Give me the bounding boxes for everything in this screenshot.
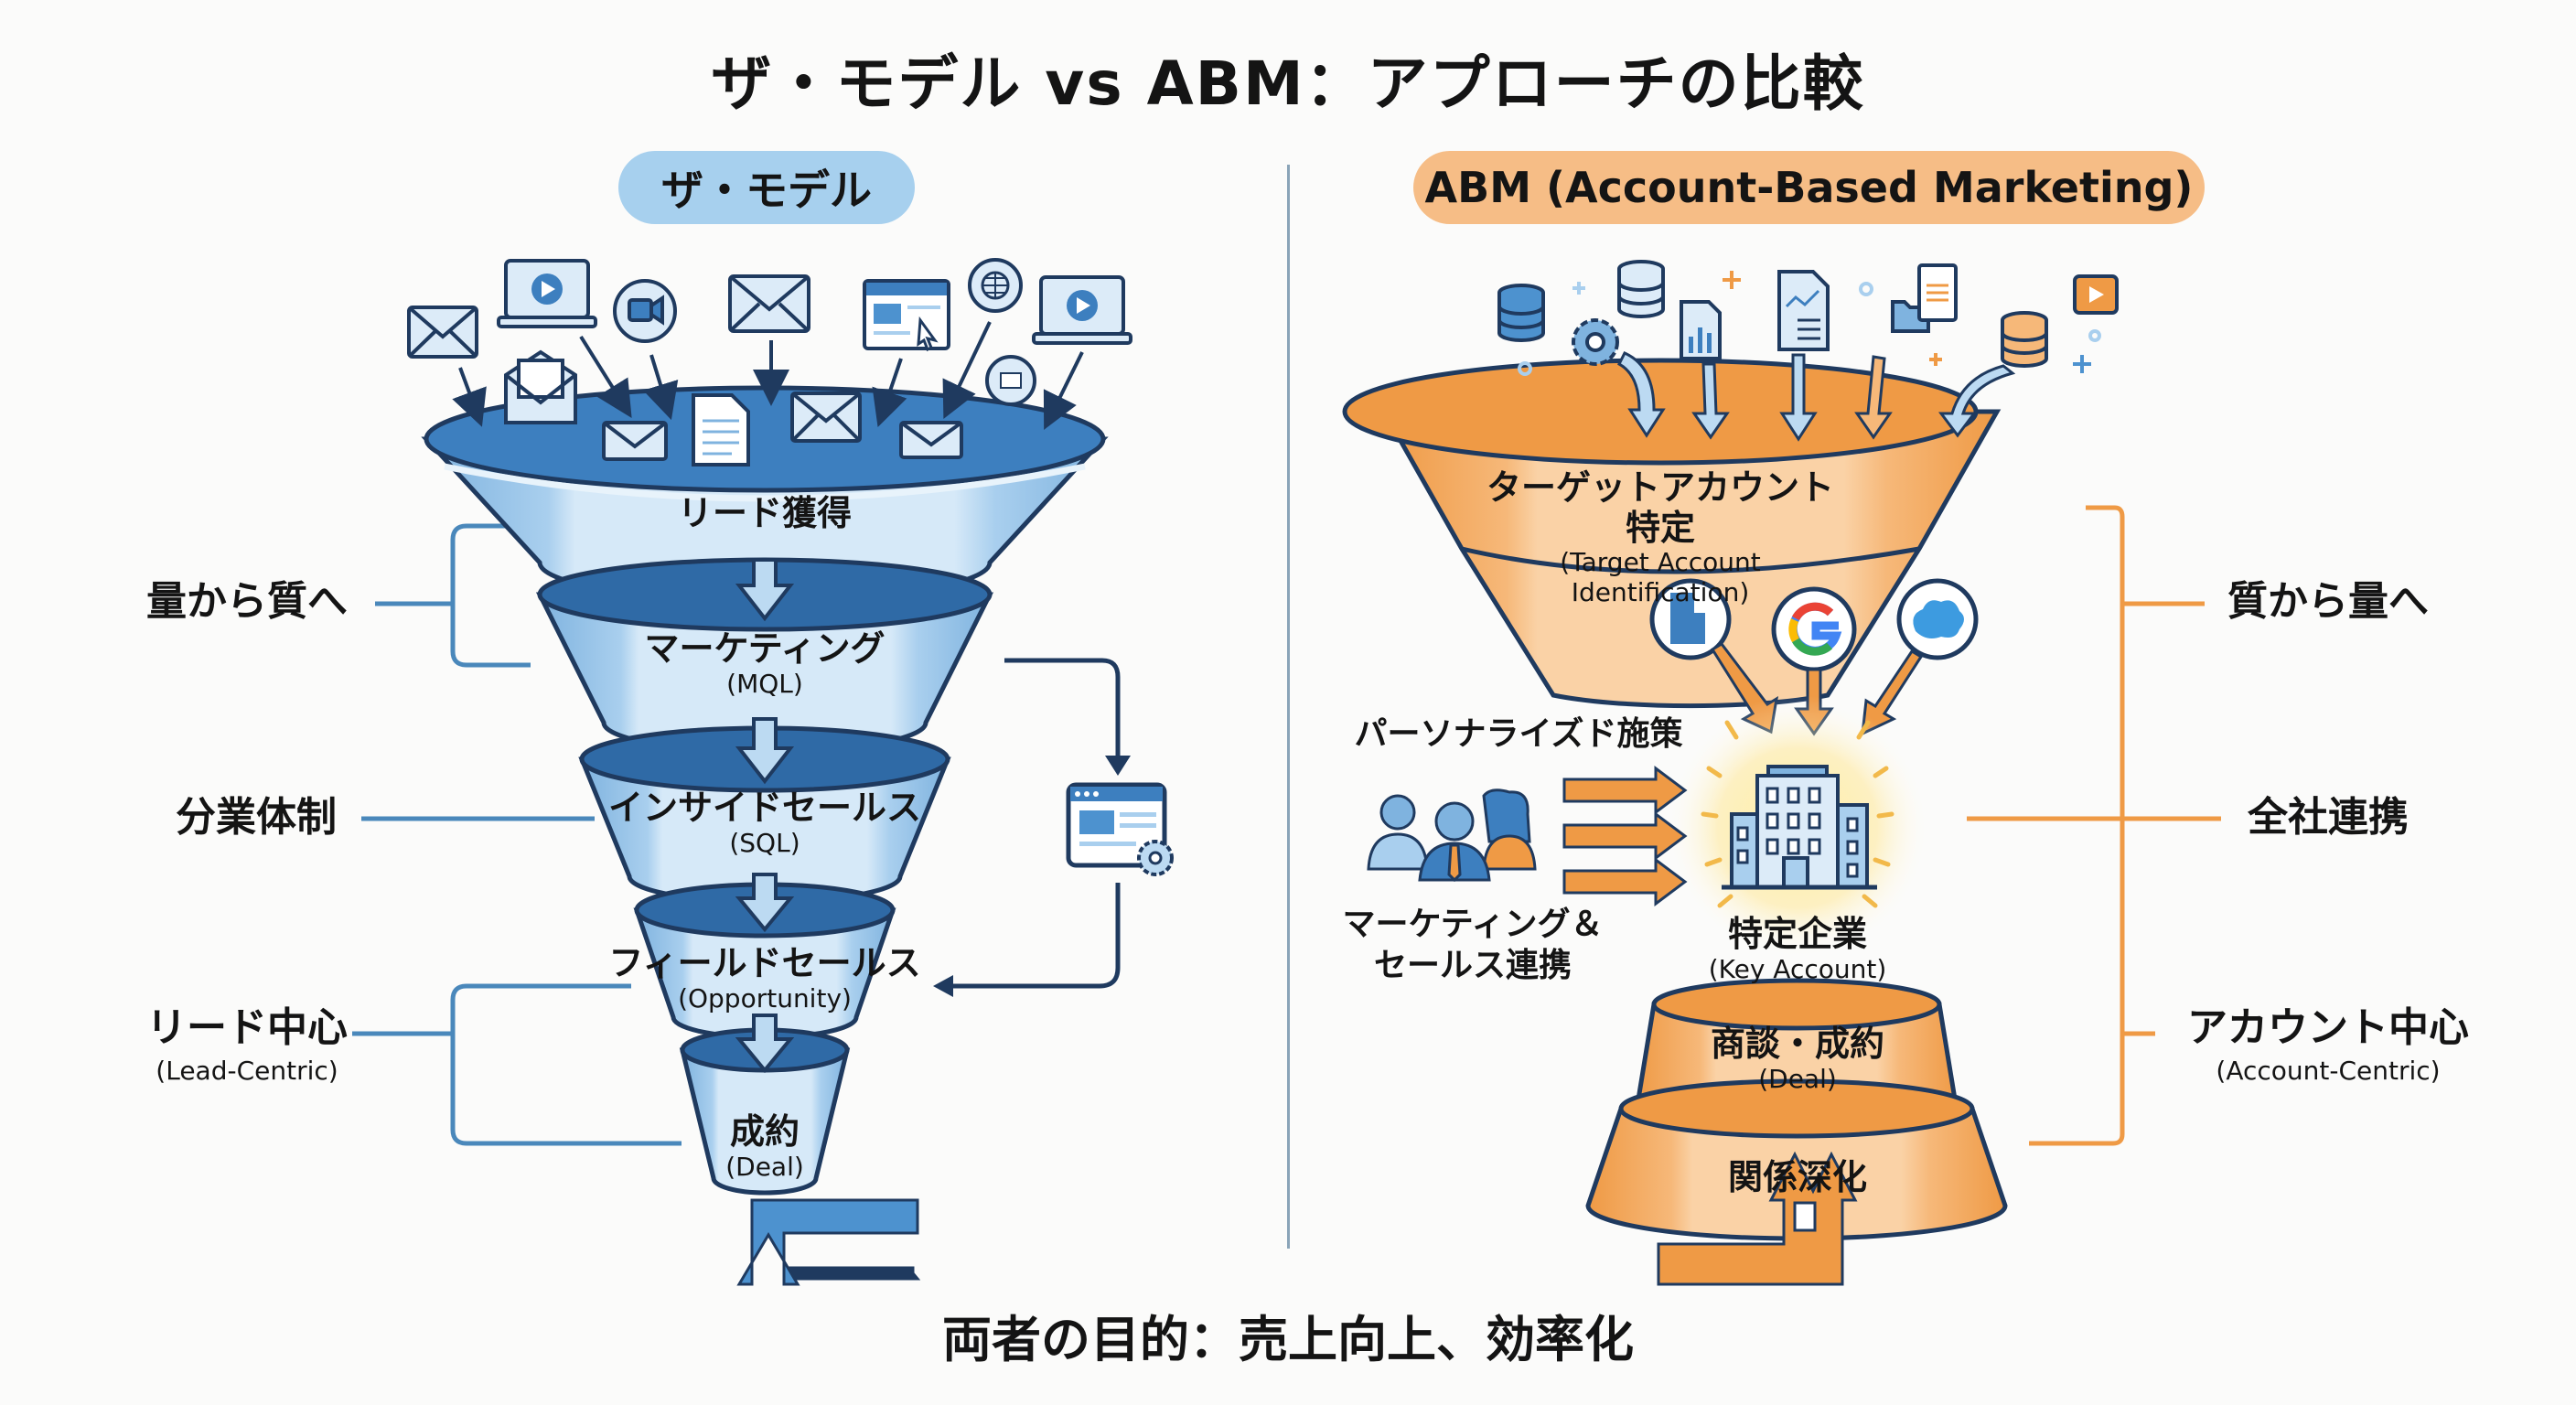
- office-building-icon: [1722, 765, 1877, 890]
- right-input-arrows: [1617, 351, 2016, 442]
- down-arrow-icon: [735, 873, 795, 933]
- the-model-heading: ザ・モデル: [618, 151, 915, 224]
- shared-goal-text: 両者の目的：売上向上、効率化: [942, 1311, 1634, 1368]
- abm-heading: ABM (Account-Based Marketing): [1413, 151, 2205, 224]
- gear-icon: [1572, 318, 1619, 366]
- feedback-arrowhead-left: [933, 975, 953, 997]
- stage-marketing-label: マーケティング (MQL): [644, 628, 886, 699]
- stage-negotiation-label: 商談・成約 (Deal): [1710, 1024, 1884, 1094]
- stage-target-account-label: ターゲットアカウント特定 (Target Account Identificat…: [1486, 467, 1834, 607]
- stage-inside-sales-label: インサイドセールス (SQL): [607, 788, 921, 858]
- sparkle-decorations: [1518, 271, 2101, 376]
- feedback-arrowhead-down: [1105, 756, 1131, 776]
- left-input-icons: [407, 258, 1132, 467]
- bottom-right-arrow: [1657, 1151, 1858, 1286]
- list-document-icon: [1917, 263, 1958, 322]
- video-camera-icon: [613, 279, 677, 343]
- globe-icon: [968, 258, 1023, 313]
- line-chart-document-icon: [1777, 270, 1830, 351]
- cloud-logo-icon: [1896, 578, 1979, 660]
- envelope-icon: [899, 421, 963, 459]
- team-people-icon: [1367, 788, 1537, 883]
- stage-lead-acquisition-label: リード獲得: [677, 493, 852, 533]
- right-bracket-lines: [1967, 505, 2221, 1146]
- right-label-account-centric: アカウント中心 (Account-Centric): [2187, 1004, 2469, 1087]
- feedback-loop: [951, 658, 1121, 989]
- personalized-arrows: [1562, 766, 1688, 906]
- bar-chart-document-icon: [1680, 300, 1722, 360]
- envelope-icon: [790, 391, 862, 443]
- page-title: ザ・モデル vs ABM：アプローチの比較: [711, 48, 1865, 119]
- database-icon: [1497, 284, 1545, 342]
- right-label-quality-to-quantity: 質から量へ: [2227, 578, 2429, 625]
- chat-bubble-icon: [985, 355, 1036, 406]
- database-orange-icon: [2001, 311, 2048, 368]
- left-bracket-lines: [352, 523, 682, 1146]
- down-arrow-icon: [735, 717, 795, 785]
- stage-field-sales-label: フィールドセールス (Opportunity): [608, 943, 921, 1014]
- building-logo-icon: [1649, 578, 1732, 660]
- open-envelope-icon: [504, 349, 577, 424]
- envelope-icon: [407, 306, 478, 359]
- down-arrow-icon: [735, 1014, 795, 1074]
- stage-relationship-label: 関係深化: [1727, 1157, 1867, 1197]
- down-arrow-icon: [735, 558, 795, 622]
- right-input-icons: [1497, 260, 2119, 368]
- web-settings-icon: [1066, 782, 1174, 876]
- video-play-icon: [2073, 274, 2119, 315]
- google-logo-icon: [1771, 586, 1857, 672]
- bottom-left-arrow: [736, 1198, 921, 1286]
- laptop-video-icon: [1032, 275, 1132, 345]
- funnel-stage-marketing: [535, 557, 994, 755]
- marketing-sales-collaboration-label: マーケティング＆ セールス連携: [1342, 906, 1604, 984]
- browser-click-icon: [863, 279, 950, 352]
- left-input-arrows: [452, 321, 1084, 430]
- center-divider: [1287, 165, 1290, 1249]
- left-label-quantity-to-quality: 量から質へ: [146, 578, 348, 625]
- right-label-company-wide: 全社連携: [2248, 794, 2409, 841]
- funnel-stage-lead-acquisition: [421, 385, 1109, 604]
- envelope-icon: [728, 274, 810, 333]
- database-icon: [1617, 260, 1665, 318]
- stage-key-account-label: 特定企業 (Key Account): [1708, 914, 1887, 984]
- stage-deal-label: 成約 (Deal): [725, 1111, 804, 1182]
- left-label-lead-centric: リード中心 (Lead-Centric): [146, 1004, 348, 1087]
- stage-down-arrows: [735, 558, 795, 1074]
- envelope-icon: [602, 421, 668, 461]
- left-label-division-of-labor: 分業体制: [176, 794, 337, 841]
- document-icon: [692, 393, 750, 467]
- personalized-measures-label: パーソナライズド施策: [1354, 715, 1683, 753]
- laptop-video-icon: [497, 259, 597, 328]
- glow-rays: [1701, 720, 1894, 908]
